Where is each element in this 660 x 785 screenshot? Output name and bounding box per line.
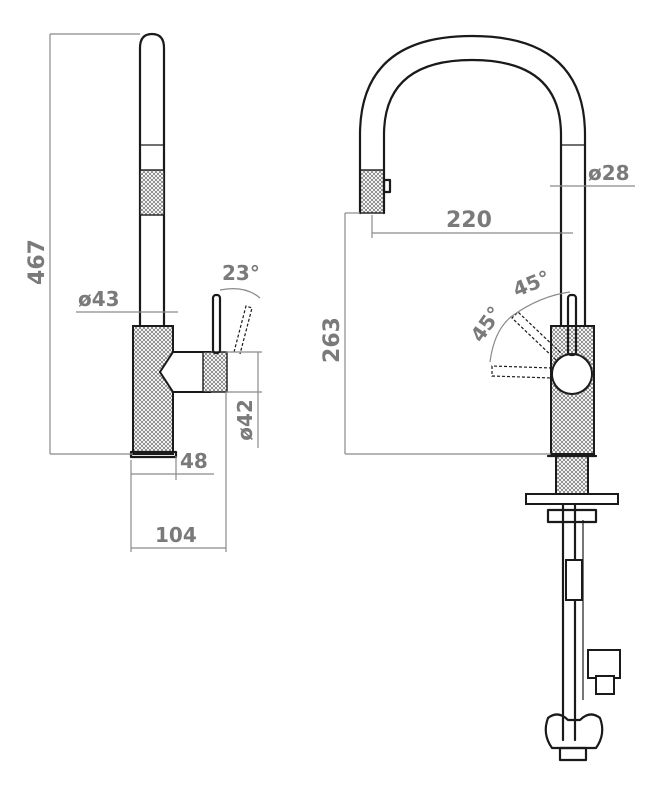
dim-45-arc-right	[511, 291, 571, 317]
side-spout-tube	[138, 32, 166, 328]
dim-43-label: ø43	[78, 287, 120, 311]
dim-45-label-right: 45°	[509, 265, 553, 301]
front-mount-nut	[546, 508, 598, 524]
front-valve-cap	[595, 675, 615, 695]
side-lever-cartridge	[202, 351, 228, 393]
side-body	[132, 325, 174, 455]
side-lever-tilted	[233, 305, 253, 355]
dim-467-label: 467	[25, 239, 50, 285]
front-bottom-connector	[558, 746, 588, 762]
front-spray-button	[382, 178, 392, 194]
dim-220-label: 220	[446, 208, 492, 233]
side-angle-arc	[219, 288, 261, 299]
front-fitting	[565, 559, 583, 601]
side-view: 467 ø43 23° ø42 48 104	[25, 32, 262, 552]
front-lever-mid	[511, 311, 563, 361]
side-lever	[211, 293, 222, 355]
front-shank	[555, 453, 589, 495]
front-view: 263 220 ø28 45° 45°	[320, 34, 635, 762]
front-spray-head	[359, 169, 385, 214]
front-lever-ball	[551, 353, 593, 395]
front-cross-handle	[544, 713, 604, 750]
front-lever	[566, 293, 578, 357]
front-valve-box	[587, 649, 621, 679]
front-lever-left	[491, 365, 553, 379]
dim-104-label: 104	[155, 523, 197, 547]
side-spout-knurl	[139, 169, 165, 216]
dim-45-arc-left	[489, 315, 513, 363]
front-gooseneck-outer	[358, 34, 587, 328]
front-base-plate	[525, 493, 619, 505]
dim-45-label-left: 45°	[466, 302, 507, 347]
dim-48-label: 48	[180, 449, 208, 473]
dim-28-label: ø28	[588, 161, 630, 185]
dim-42-label: ø42	[233, 399, 257, 441]
front-gooseneck-inner	[382, 58, 563, 328]
dim-23-label: 23°	[222, 261, 260, 285]
dim-263-label: 263	[320, 317, 345, 363]
